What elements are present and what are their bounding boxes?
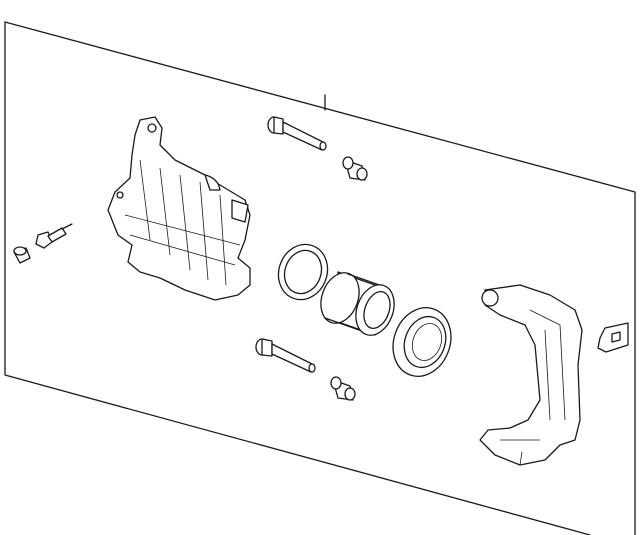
clip	[597, 322, 629, 353]
piston	[320, 271, 395, 336]
guide-pin-upper	[267, 116, 327, 151]
bushing-lower	[330, 376, 356, 401]
caliper-housing	[107, 116, 251, 301]
bleeder-cap	[13, 246, 31, 264]
guide-pin-lower	[255, 338, 316, 373]
bleeder-screw	[35, 223, 73, 249]
dust-boot	[392, 307, 452, 377]
piston-seal	[277, 243, 329, 301]
caliper-bracket	[479, 284, 583, 466]
backing-panel	[4, 21, 636, 535]
bushing-upper	[342, 156, 368, 181]
